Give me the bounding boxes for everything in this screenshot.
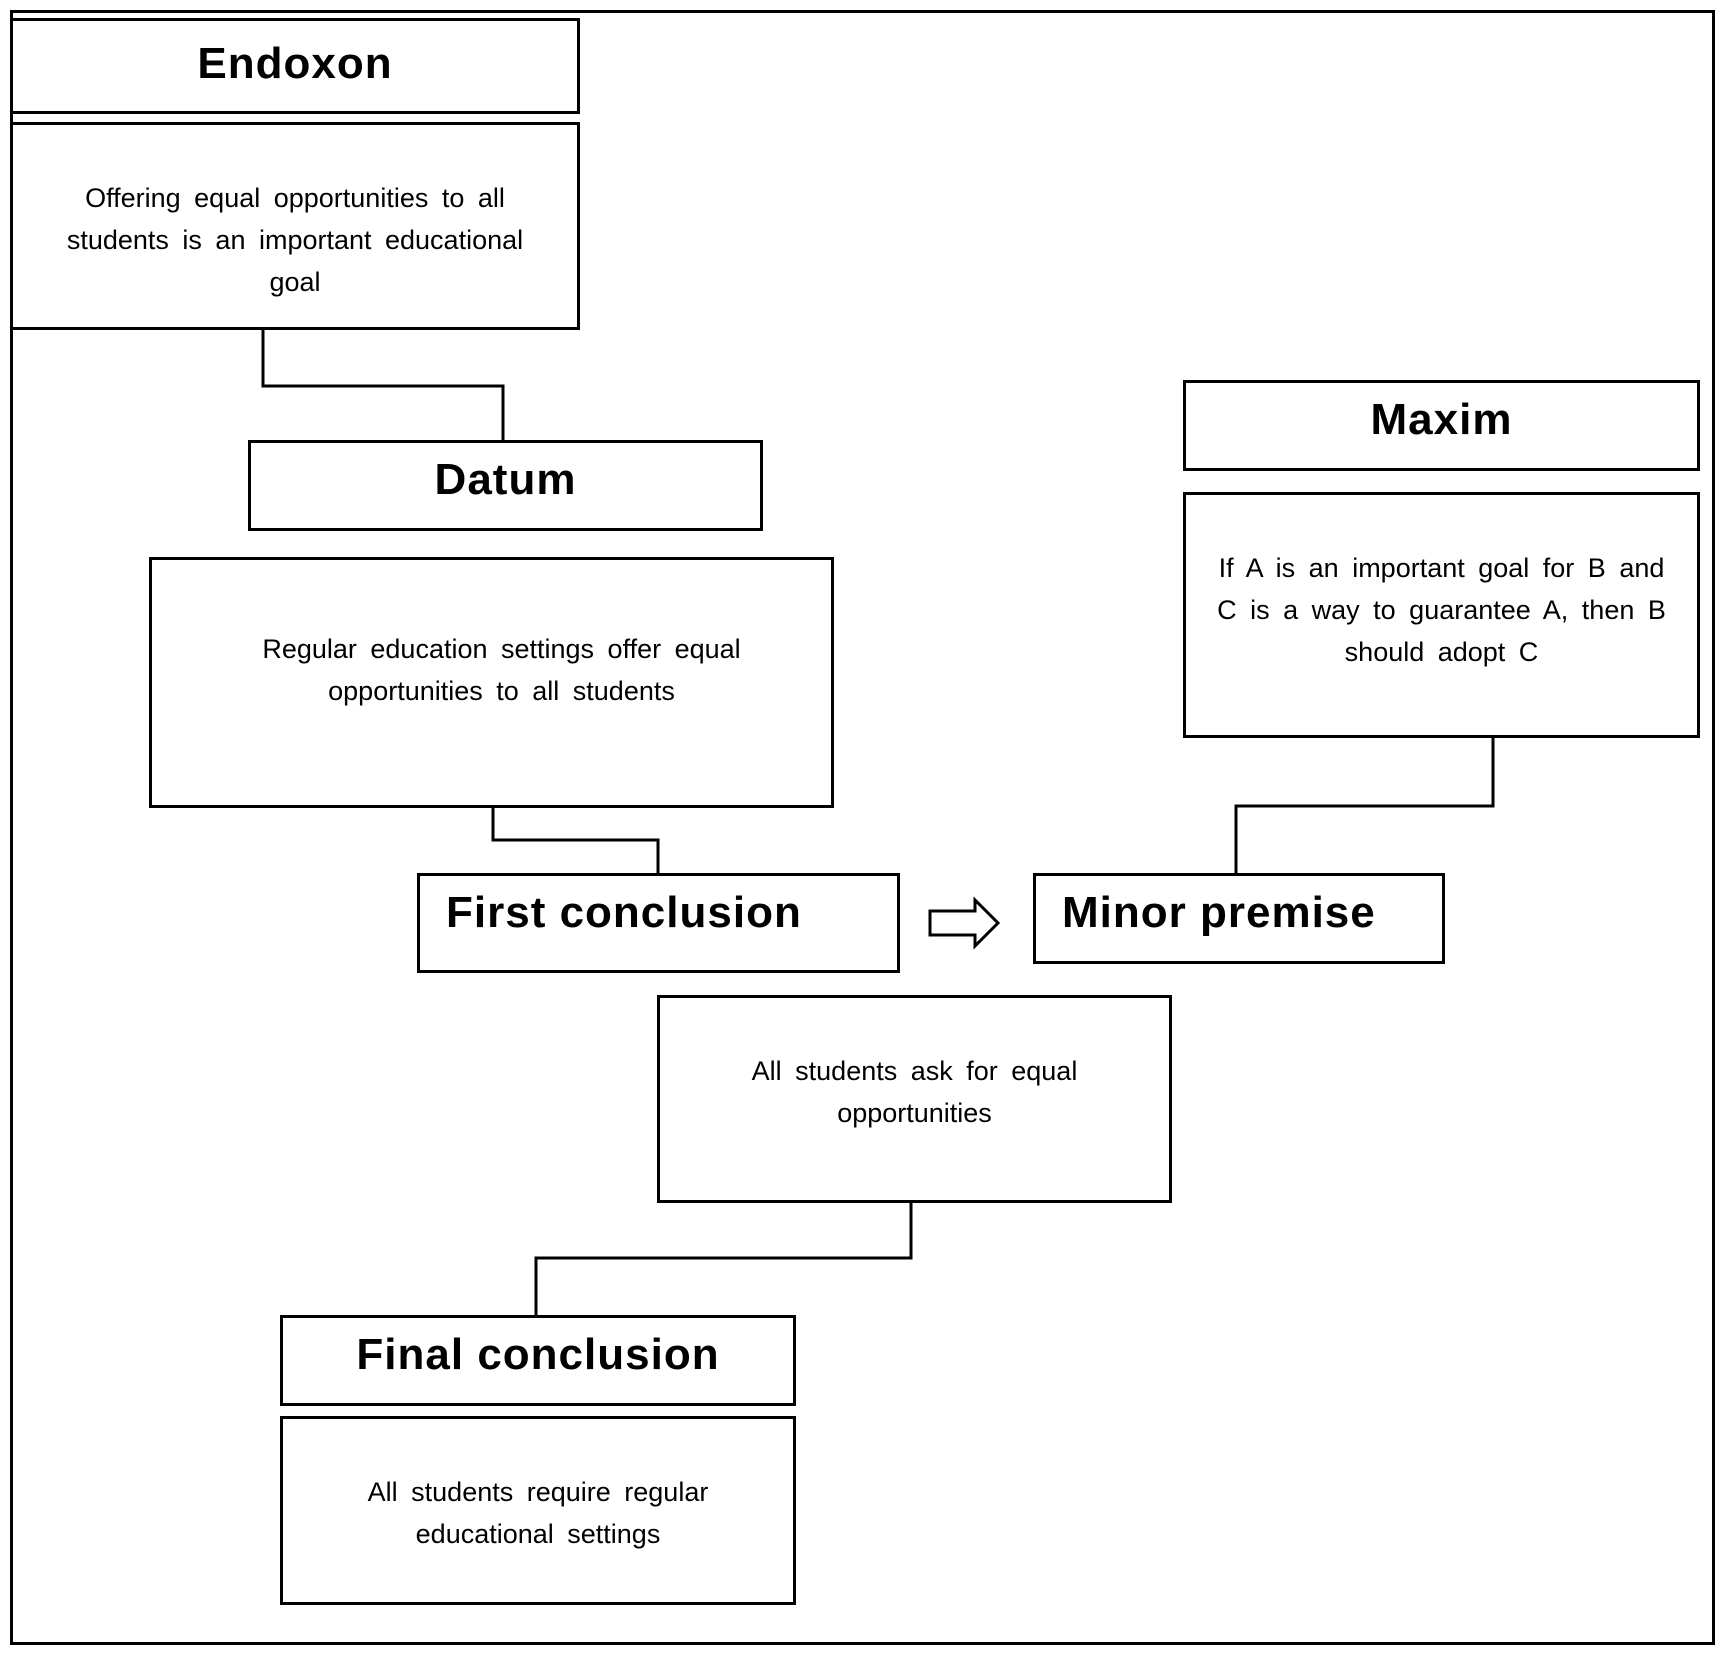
endoxon-text: Offering equal opportunities to all stud…: [66, 183, 524, 297]
connector-datum-first-conclusion: [491, 808, 660, 873]
right-arrow-icon: [928, 896, 1001, 950]
final-conclusion-text: All students require regular educational…: [367, 1477, 709, 1549]
first-conclusion-box: First conclusion: [417, 873, 900, 973]
minor-premise-text: All students ask for equal opportunities: [751, 1056, 1078, 1128]
datum-title: Datum: [434, 455, 577, 504]
maxim-text-box: If A is an important goal for B and C is…: [1183, 492, 1700, 738]
maxim-title-box: Maxim: [1183, 380, 1700, 471]
connector-maxim-minor-premise: [1234, 738, 1495, 873]
minor-premise-title: Minor premise: [1062, 888, 1376, 937]
final-conclusion-title: Final conclusion: [356, 1330, 720, 1379]
minor-premise-title-box: Minor premise: [1033, 873, 1445, 964]
connector-endoxon-datum: [261, 330, 505, 440]
datum-text-box: Regular education settings offer equal o…: [149, 557, 834, 808]
endoxon-title-box: Endoxon: [10, 18, 580, 114]
datum-title-box: Datum: [248, 440, 763, 531]
final-conclusion-text-box: All students require regular educational…: [280, 1416, 796, 1605]
minor-premise-text-box: All students ask for equal opportunities: [657, 995, 1172, 1203]
maxim-title: Maxim: [1370, 395, 1513, 444]
maxim-text: If A is an important goal for B and C is…: [1217, 553, 1666, 667]
final-conclusion-title-box: Final conclusion: [280, 1315, 796, 1406]
connector-minor-text-final-conclusion: [534, 1203, 913, 1315]
datum-text: Regular education settings offer equal o…: [262, 634, 741, 706]
endoxon-title: Endoxon: [197, 39, 393, 88]
diagram-frame: [10, 10, 1715, 1645]
first-conclusion-title: First conclusion: [446, 888, 802, 937]
endoxon-text-box: Offering equal opportunities to all stud…: [10, 122, 580, 330]
